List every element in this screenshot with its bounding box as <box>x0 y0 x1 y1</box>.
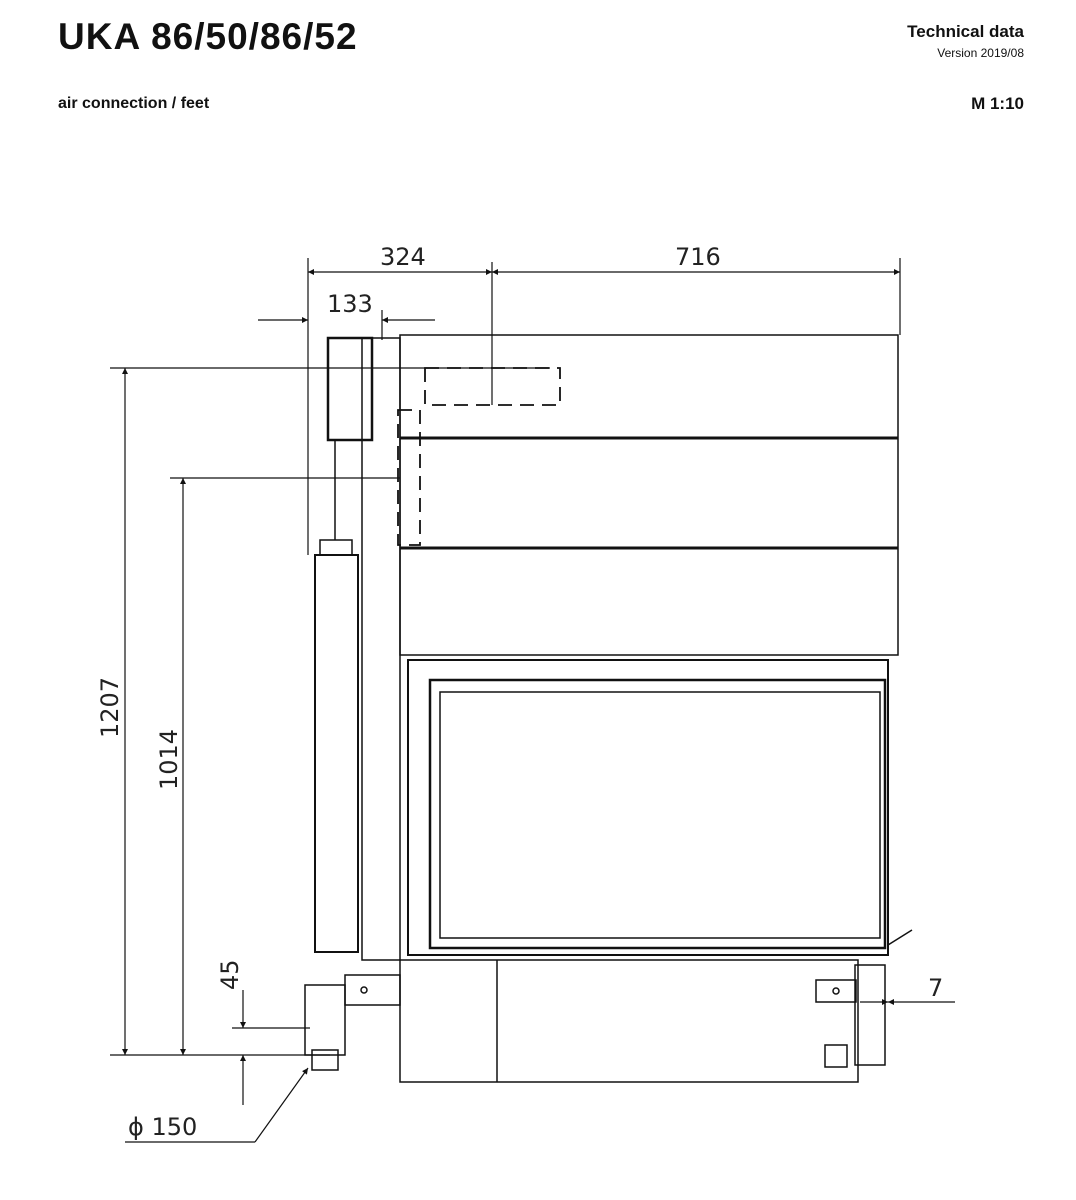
page-title: UKA 86/50/86/52 <box>58 16 358 57</box>
dim-716: 716 <box>675 243 721 271</box>
dim-324: 324 <box>380 243 426 271</box>
doc-type: Technical data <box>907 22 1024 41</box>
dim-7: 7 <box>928 974 943 1002</box>
dimension-lines <box>110 258 955 1143</box>
scale-label: M 1:10 <box>971 94 1024 113</box>
stove-outline <box>304 334 913 1083</box>
dim-1014: 1014 <box>155 729 183 790</box>
dimension-labels: 324 716 133 1207 1014 45 7 ϕ 150 <box>96 243 943 1141</box>
dim-45: 45 <box>216 959 244 990</box>
dim-133: 133 <box>327 290 373 318</box>
air-connection-hidden-lines <box>397 367 561 546</box>
dim-diameter-150: ϕ 150 <box>128 1113 197 1141</box>
version-label: Version 2019/08 <box>937 46 1024 60</box>
dim-1207: 1207 <box>96 677 124 738</box>
drawing-subtitle: air connection / feet <box>58 95 210 112</box>
